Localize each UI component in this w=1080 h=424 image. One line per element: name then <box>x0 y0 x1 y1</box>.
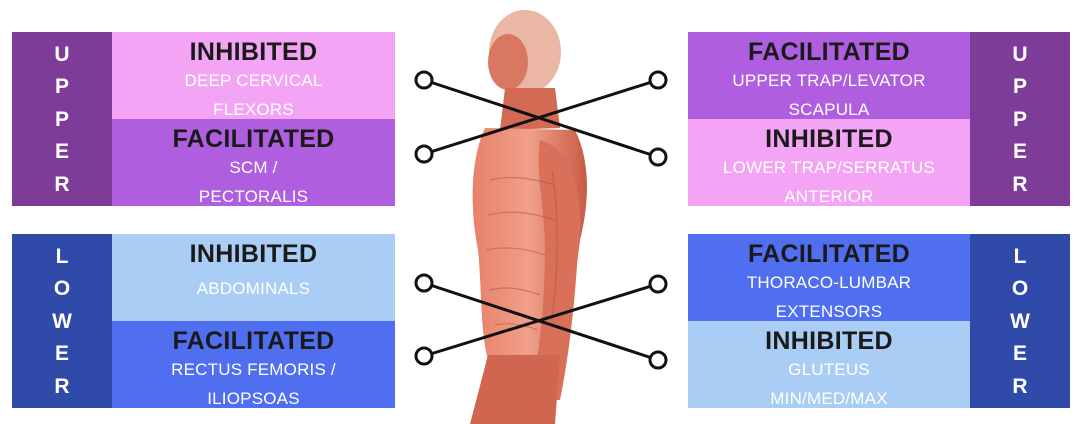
upper-cross-line <box>423 78 659 156</box>
letter: E <box>1012 140 1027 163</box>
letter: P <box>54 107 69 131</box>
connector-node <box>414 273 434 293</box>
connector-node <box>414 346 434 366</box>
lower-cross-line <box>423 282 659 358</box>
letter: R <box>1012 172 1028 196</box>
cell-text: ANTERIOR <box>784 187 874 206</box>
letter: W <box>52 309 72 333</box>
left-lower-top-cell: INHIBITED ABDOMINALS <box>112 234 395 321</box>
right-lower-bottom-cell: INHIBITED GLUTEUS MIN/MED/MAX <box>688 321 970 408</box>
connector-node <box>648 70 668 90</box>
letter: U <box>1012 42 1028 66</box>
letter: P <box>54 75 69 98</box>
connector-node <box>648 147 668 167</box>
cell-heading: INHIBITED <box>765 327 893 355</box>
letter: R <box>1012 374 1028 398</box>
letter: E <box>1012 342 1027 365</box>
letter: P <box>1012 107 1027 131</box>
letter: O <box>53 277 71 300</box>
cell-text: UPPER TRAP/LEVATOR <box>732 71 926 90</box>
left-lower-bottom-cell: FACILITATED RECTUS FEMORIS / ILIOPSOAS <box>112 321 395 408</box>
right-lower-top-cell: FACILITATED THORACO-LUMBAR EXTENSORS <box>688 234 970 321</box>
cell-heading: FACILITATED <box>747 38 911 66</box>
letter: L <box>1013 244 1027 268</box>
cell-heading: FACILITATED <box>172 125 335 153</box>
cell-text: SCM / <box>229 158 278 177</box>
human-figure-icon <box>470 10 587 424</box>
cell-text: PECTORALIS <box>198 187 309 206</box>
letter: L <box>55 244 69 268</box>
left-upper-side-label: U P P E R <box>12 32 112 206</box>
connector-node <box>414 70 434 90</box>
letter: W <box>1010 309 1030 333</box>
right-upper-bottom-cell: INHIBITED LOWER TRAP/SERRATUS ANTERIOR <box>688 119 970 206</box>
cell-text: EXTENSORS <box>775 302 883 321</box>
cell-heading: FACILITATED <box>747 240 911 268</box>
letter: R <box>54 374 70 398</box>
cell-text: GLUTEUS <box>788 360 870 379</box>
letter: R <box>54 172 70 196</box>
letter: O <box>1011 277 1029 300</box>
right-upper-top-cell: FACILITATED UPPER TRAP/LEVATOR SCAPULA <box>688 32 970 119</box>
left-upper-top-cell: INHIBITED DEEP CERVICAL FLEXORS <box>112 32 395 119</box>
cell-text: THORACO-LUMBAR <box>746 273 912 292</box>
connector-node <box>648 274 668 294</box>
right-lower-side-label: L O W E R <box>970 234 1070 408</box>
cell-heading: INHIBITED <box>189 38 318 66</box>
cell-text: RECTUS FEMORIS / <box>171 360 336 379</box>
cell-text: MIN/MED/MAX <box>770 389 888 408</box>
right-upper-side-label: U P P E R <box>970 32 1070 206</box>
cell-text: DEEP CERVICAL <box>184 71 323 90</box>
letter: P <box>1012 75 1027 98</box>
cell-text: LOWER TRAP/SERRATUS <box>723 158 935 177</box>
cell-text: ABDOMINALS <box>196 279 311 298</box>
cell-text: SCAPULA <box>788 100 870 119</box>
cell-heading: FACILITATED <box>172 327 335 355</box>
cell-heading: INHIBITED <box>189 240 318 268</box>
letter: U <box>54 42 70 66</box>
left-upper-bottom-cell: FACILITATED SCM / PECTORALIS <box>112 119 395 206</box>
cell-text: FLEXORS <box>213 100 294 119</box>
cell-text: ILIOPSOAS <box>207 389 300 408</box>
cell-heading: INHIBITED <box>765 125 893 153</box>
left-lower-side-label: L O W E R <box>12 234 112 408</box>
letter: E <box>54 140 69 163</box>
letter: E <box>54 342 69 365</box>
connector-node <box>414 144 434 164</box>
connector-node <box>648 350 668 370</box>
